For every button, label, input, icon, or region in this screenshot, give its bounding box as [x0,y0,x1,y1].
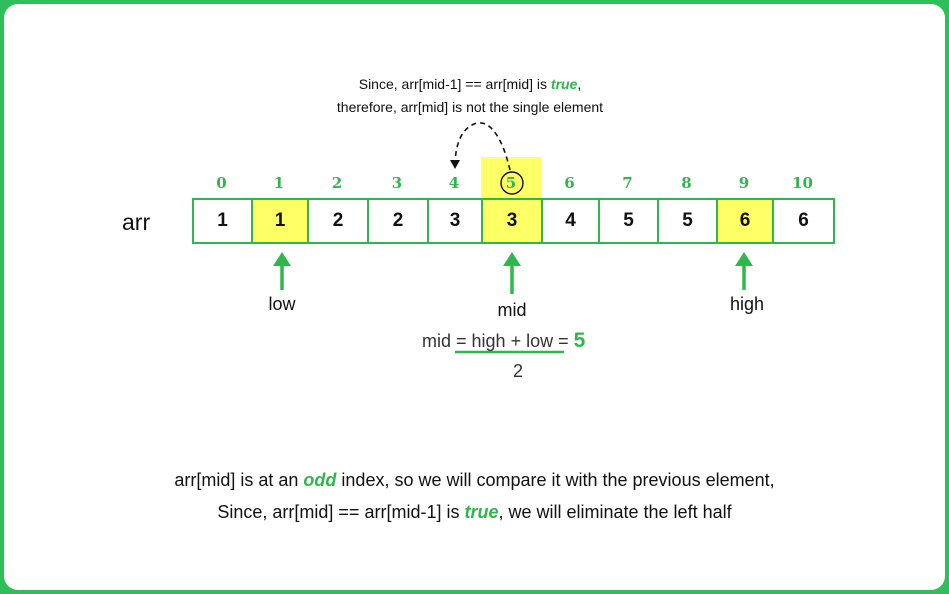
diagram-frame: Since, arr[mid-1] == arr[mid] is true, t… [4,4,945,590]
explanation-line-2-suffix: , we will eliminate the left half [498,502,732,522]
mid-index-highlight [481,157,542,198]
explanation-line-2-emph: true [464,502,499,522]
mid-label: mid [497,300,527,320]
note-line-1: Since, arr[mid-1] == arr[mid] is true, [220,76,720,92]
formula-lhs: mid = [422,331,472,351]
dashed-curve-arrow [450,122,524,195]
index-label: 4 [448,174,460,192]
index-label: 0 [216,174,227,192]
high-arrow [735,252,753,290]
formula-numerator: high + low [471,331,554,351]
mid-index-circle [500,171,524,195]
mid-formula: mid = high + low = 5 [422,329,585,353]
explanation-line-1-prefix: arr[mid] is at an [174,470,304,490]
formula-equals: = [553,331,574,351]
index-label: 6 [564,174,575,192]
formula-result: 5 [573,329,586,352]
note-line-2: therefore, arr[mid] is not the single el… [336,99,604,115]
index-label: 10 [792,174,813,192]
index-label: 2 [331,174,343,192]
array-cell: 3 [481,198,543,244]
array-cell: 1 [251,198,309,244]
formula-denominator: 2 [513,361,524,381]
array-cell: 2 [307,198,369,244]
explanation-line-1: arr[mid] is at an odd index, so we will … [0,470,949,491]
note-line-1-suffix: , [577,76,582,92]
index-label: 8 [681,174,692,192]
index-label: 3 [391,174,403,192]
low-arrow [273,252,291,290]
pointer-arrows [273,252,753,354]
array-cell: 4 [541,198,600,244]
low-label: low [268,294,296,314]
dashed-curve-path [454,122,511,171]
high-label: high [729,294,765,314]
explanation-line-1-emph: odd [303,470,337,490]
array-cell: 2 [367,198,429,244]
mid-arrow [503,252,521,294]
index-label: 1 [273,174,285,192]
dashed-curve-arrowhead [450,160,460,169]
explanation-line-2: Since, arr[mid] == arr[mid-1] is true, w… [0,502,949,523]
index-label: 5 [505,174,517,192]
index-label: 9 [738,174,750,192]
array-cell: 5 [598,198,659,244]
index-label: 7 [622,174,633,192]
array-cell: 6 [772,198,835,244]
note-line-1-emph: true [550,76,578,92]
explanation-line-2-prefix: Since, arr[mid] == arr[mid-1] is [217,502,465,522]
note-line-1-prefix: Since, arr[mid-1] == arr[mid] is [358,76,551,92]
array-cell: 3 [427,198,483,244]
explanation-line-1-suffix: index, so we will compare it with the pr… [336,470,775,490]
array-name-label: arr [122,209,151,235]
